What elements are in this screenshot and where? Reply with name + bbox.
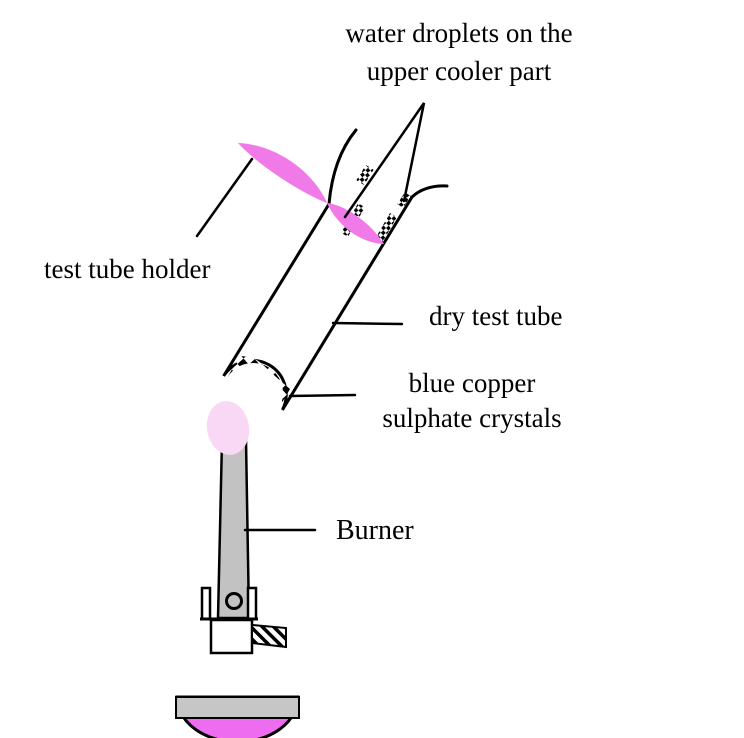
burner-base [175,696,300,719]
test-tube-holder-upper-blade [238,143,327,203]
flame-glow [206,401,250,455]
burner-valve-body [209,618,254,655]
test-tube-holder-lower-blade [327,203,384,244]
water-droplets-label-line1: water droplets on the [345,18,573,48]
dry-test-tube-label: dry test tube [429,301,563,331]
test-tube-outline [222,128,449,411]
dry-test-tube-pointer-line [331,321,404,326]
burner-air-hole [225,592,243,610]
burner-gas-inlet-nozzle [251,623,287,649]
water-droplets-pointer-lines [343,102,426,219]
water-droplets-label-line2: upper cooler part [366,56,552,86]
crystals-pointer-line [288,393,357,398]
water-droplets-label: water droplets on the upper cooler part [308,14,610,90]
burner-collar-right-plate [246,586,258,621]
crystals-label: blue copper sulphate crystals [346,366,598,436]
crystals-label-line1: blue copper [408,368,536,398]
burner-label: Burner [336,515,414,546]
burner-collar-left-plate [200,586,212,621]
test-tube-holder-pointer-line [195,157,254,238]
water-droplet-4 [375,213,397,243]
crystals-label-line2: sulphate crystals [382,403,562,433]
test-tube-holder-label: test tube holder [44,254,211,284]
water-droplet-1 [356,164,374,186]
